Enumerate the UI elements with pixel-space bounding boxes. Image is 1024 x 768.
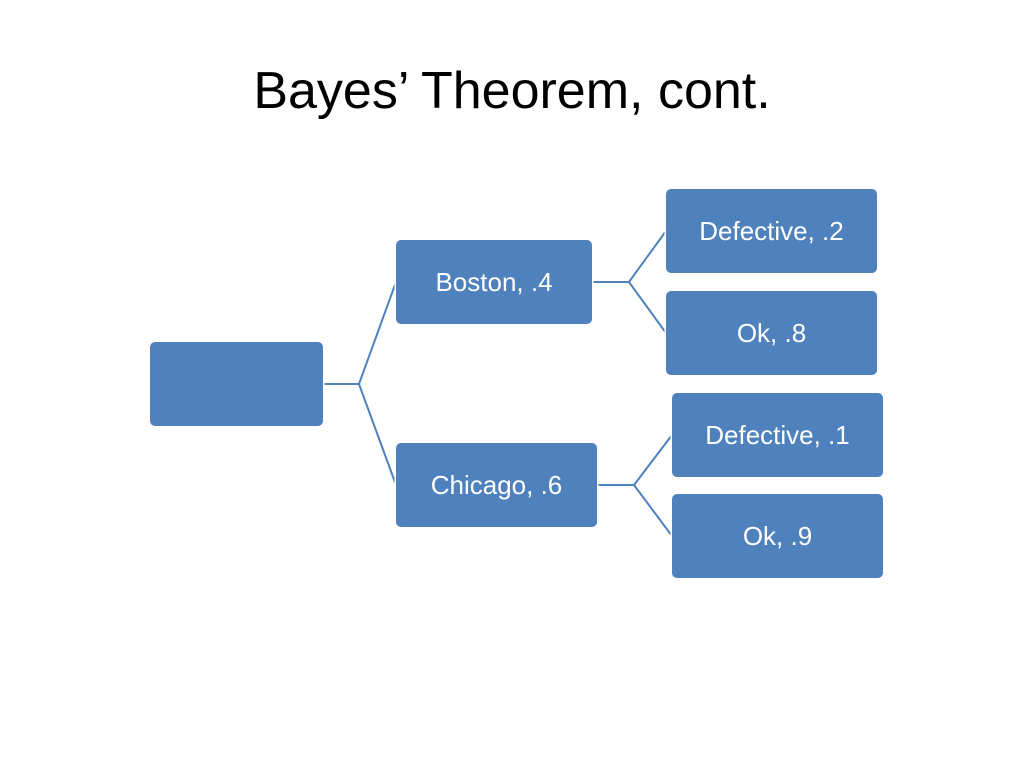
tree-root-node (150, 342, 323, 426)
branch-node-chicago: Chicago, .6 (396, 443, 597, 527)
leaf-node-boston-defective: Defective, .2 (666, 189, 877, 273)
connector-boston-ok (592, 281, 667, 334)
connector-boston-defective (592, 230, 667, 283)
connector-root-boston (323, 281, 397, 385)
leaf-node-boston-ok: Ok, .8 (666, 291, 877, 375)
connector-chicago-defective (597, 434, 673, 486)
connector-root-chicago (323, 383, 397, 486)
leaf-node-chicago-ok: Ok, .9 (672, 494, 883, 578)
branch-node-boston: Boston, .4 (396, 240, 592, 324)
slide-title: Bayes’ Theorem, cont. (253, 62, 771, 120)
connector-chicago-ok (597, 484, 673, 537)
leaf-node-chicago-defective: Defective, .1 (672, 393, 883, 477)
